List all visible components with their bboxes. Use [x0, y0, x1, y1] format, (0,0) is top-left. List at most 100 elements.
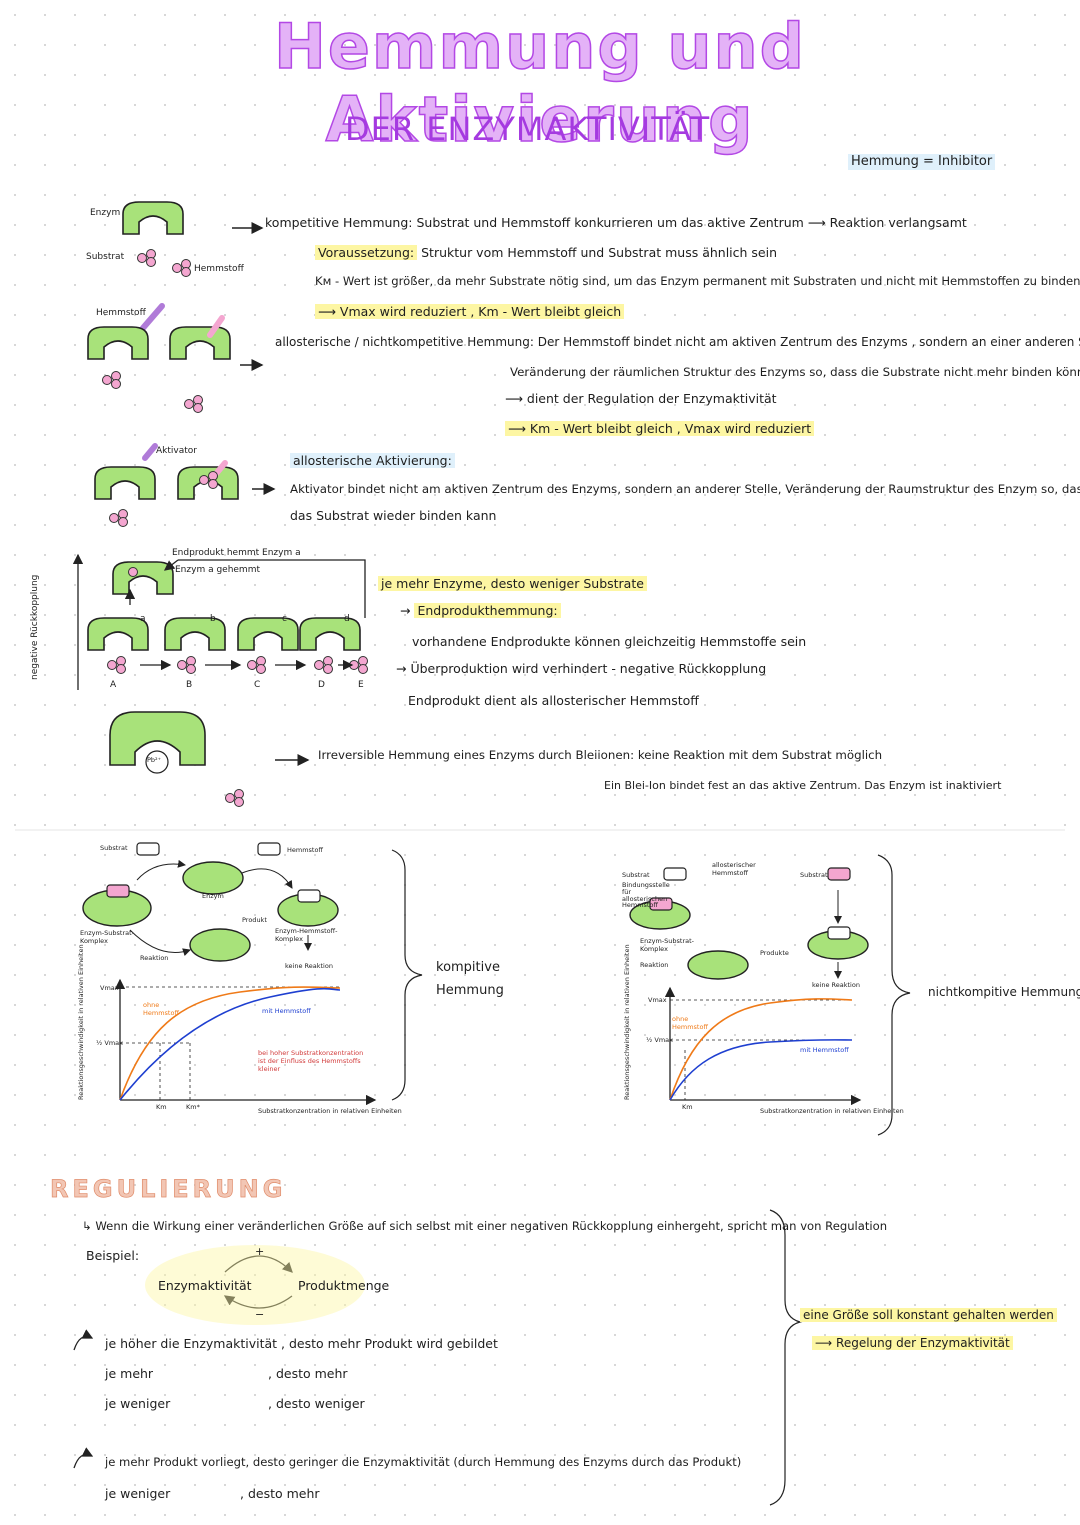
label-hemmstoff: Hemmstoff — [194, 264, 244, 274]
d1-es-complex: Enzym-Substrat-Komplex — [80, 929, 135, 945]
reg-line2b: , desto mehr — [268, 1366, 348, 1381]
competitive-condition: Voraussetzung: Struktur vom Hemmstoff un… — [315, 245, 777, 260]
reg-side2: ⟶ Regelung der Enzymaktivität — [812, 1336, 1013, 1351]
d1-reaktion: Reaktion — [140, 954, 169, 962]
d1-mit: mit Hemmstoff — [262, 1007, 311, 1015]
reg-line5a: je weniger — [105, 1486, 171, 1501]
competitive-vmax: ⟶ Vmax wird reduziert , Km - Wert bleibt… — [315, 304, 625, 319]
endproduct-line4: → Überproduktion wird verhindert - negat… — [396, 661, 767, 676]
endproduct-line2: → Endprodukthemmung: — [400, 603, 561, 618]
d2-ohne: ohne Hemmstoff — [672, 1015, 708, 1031]
d2-km: Km — [682, 1103, 693, 1111]
curve-mit-hemmstoff-1 — [119, 987, 341, 1101]
d1-ohne: ohne Hemmstoff — [143, 1001, 179, 1017]
letter-A: A — [110, 680, 117, 690]
label-enzym: Enzym — [90, 208, 121, 218]
endproduct-line3: vorhandene Endprodukte können gleichzeit… — [412, 634, 807, 649]
reg-line2a: je mehr — [105, 1366, 154, 1381]
irreversible-line2: Ein Blei-Ion bindet fest an das aktive Z… — [604, 779, 1002, 792]
enzyme-allosteric — [169, 326, 231, 360]
d1-ei-complex: Enzym-Hemmstoff-Komplex — [275, 927, 338, 943]
d2-allo: allosterischer Hemmstoff — [712, 861, 756, 877]
d1-xaxis: Substratkonzentration in relativen Einhe… — [258, 1107, 402, 1115]
reg-side1: eine Größe soll konstant gehalten werden — [800, 1308, 1057, 1323]
d2-halfvmax: ½ Vmax — [646, 1036, 673, 1044]
d1-substrat: Substrat — [100, 844, 128, 852]
d1-keine: keine Reaktion — [285, 962, 333, 970]
irreversible-line1: Irreversible Hemmung eines Enzyms durch … — [318, 748, 883, 762]
reg-line1: je höher die Enzymaktivität , desto mehr… — [105, 1336, 498, 1351]
d2-xaxis: Substratkonzentration in relativen Einhe… — [760, 1107, 904, 1115]
label-feedback-1: Endprodukt hemmt Enzym a — [172, 548, 301, 558]
regulation-beispiel: Beispiel: — [86, 1248, 140, 1263]
loop-enzymaktivitaet: Enzymaktivität — [158, 1278, 252, 1293]
d2-bindungsstelle: Bindungsstelle für allosterischen Hemmst… — [622, 881, 670, 910]
d1-enzym: Enzym — [202, 892, 224, 900]
d1-yaxis: Reaktionsgeschwindigkeit in relativen Ei… — [77, 944, 85, 1100]
d2-substrat: Substrat — [622, 871, 650, 879]
d1-halfvmax: ½ Vmax — [96, 1039, 123, 1047]
letter-B: B — [186, 680, 193, 690]
d2-label: nichtkompitive Hemmung — [928, 985, 1080, 999]
d2-es-complex: Enzym-Substrat-Komplex — [640, 937, 695, 953]
curve-mit-hemmstoff-2 — [669, 1039, 853, 1101]
loop-plus-icon: + — [255, 1245, 265, 1258]
page-subtitle: DER ENZYMAKTIVITÄT — [345, 110, 711, 148]
enzyme-competitive — [87, 326, 149, 360]
label-pb: Pb²⁺ — [147, 756, 162, 764]
letter-E: E — [358, 680, 364, 690]
allosteric-line: allosterische / nichtkompetitive Hemmung… — [275, 335, 1080, 349]
letter-c: c — [282, 614, 287, 624]
d2-vmax: Vmax — [648, 996, 667, 1004]
curve-ohne-hemmstoff-2 — [669, 998, 853, 1101]
d1-hemmstoff: Hemmstoff — [287, 846, 323, 854]
label-feedback-2: Enzym a gehemmt — [175, 565, 260, 575]
curve-ohne-hemmstoff-1 — [119, 986, 341, 1101]
regulation-title: REGULIERUNG — [50, 1175, 287, 1204]
competitive-line: kompetitive Hemmung: Substrat und Hemmst… — [265, 215, 967, 230]
endproduct-line5: Endprodukt dient als allosterischer Hemm… — [408, 693, 699, 708]
reg-line3a: je weniger — [105, 1396, 171, 1411]
d1-produkt: Produkt — [242, 916, 267, 924]
reg-line5b: , desto mehr — [240, 1486, 320, 1501]
substrate-shape — [138, 250, 156, 267]
activation-text2: das Substrat wieder binden kann — [290, 508, 497, 523]
allosteric-line2: Veränderung der räumlichen Struktur des … — [510, 365, 1080, 379]
d2-mit: mit Hemmstoff — [800, 1046, 849, 1054]
d2-reaktion: Reaktion — [640, 961, 669, 969]
d2-substrat-b: Substrat — [800, 871, 828, 879]
label-hemmstoff-2: Hemmstoff — [96, 308, 146, 318]
label-negative-feedback: negative Rückkopplung — [30, 574, 40, 680]
d1-label: kompitive Hemmung — [436, 960, 504, 999]
reg-line4: je mehr Produkt vorliegt, desto geringer… — [105, 1455, 742, 1469]
enzyme-shape — [122, 201, 184, 235]
regulation-intro: ↳ Wenn die Wirkung einer veränderlichen … — [82, 1219, 888, 1233]
d2-keine: keine Reaktion — [812, 981, 860, 989]
loop-minus-icon: − — [255, 1308, 265, 1321]
letter-C: C — [254, 680, 261, 690]
d1-note: bei hoher Substratkonzentration ist der … — [258, 1049, 364, 1073]
competitive-km: Kᴍ - Wert ist größer, da mehr Substrate … — [315, 274, 1080, 288]
aktivator-rod — [142, 443, 158, 461]
d2-produkte: Produkte — [760, 949, 789, 957]
endproduct-line1: je mehr Enzyme, desto weniger Substrate — [378, 576, 647, 591]
d2-yaxis: Reaktionsgeschwindigkeit in relativen Ei… — [623, 944, 631, 1100]
label-substrat: Substrat — [86, 252, 125, 262]
letter-d: d — [344, 614, 350, 624]
enzyme-activation-1 — [94, 466, 156, 500]
letter-a: a — [140, 614, 146, 624]
activation-head: allosterische Aktivierung: — [290, 453, 455, 468]
definition-note: Hemmung = Inhibitor — [848, 154, 996, 170]
d1-km2: Km* — [186, 1103, 200, 1111]
allosteric-line4: ⟶ Km - Wert bleibt gleich , Vmax wird re… — [505, 421, 815, 436]
d1-km1: Km — [156, 1103, 167, 1111]
label-aktivator: Aktivator — [156, 446, 197, 456]
reg-line3b: , desto weniger — [268, 1396, 365, 1411]
activation-text1: Aktivator bindet nicht am aktiven Zentru… — [290, 482, 1080, 496]
loop-produktmenge: Produktmenge — [298, 1278, 390, 1293]
enzyme-lead-ion — [109, 711, 206, 774]
page-title: Hemmung und Aktivierung — [273, 9, 807, 157]
hemmstoff-shape — [173, 260, 191, 277]
letter-D: D — [318, 680, 325, 690]
